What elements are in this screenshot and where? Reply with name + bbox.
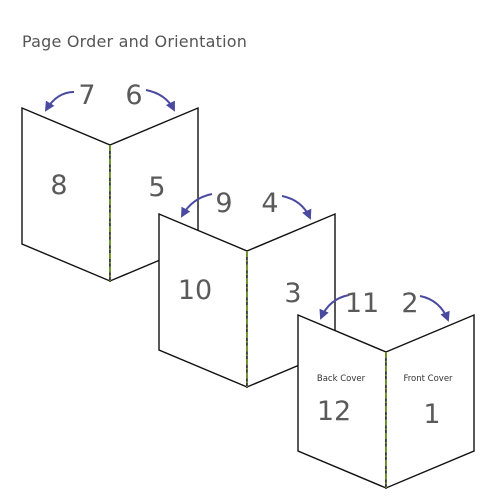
- booklet-2-outside-right-number: 4: [261, 188, 278, 219]
- booklet-2-inside-left-number: 10: [178, 275, 212, 306]
- booklet-1-inside-right-number: 5: [148, 172, 165, 203]
- booklet-3-left-arrow: [319, 294, 350, 320]
- diagram-title: Page Order and Orientation: [22, 32, 248, 51]
- front-cover-label: Front Cover: [403, 374, 453, 384]
- booklet-1-right-arrow: [145, 89, 175, 112]
- booklet-2-right-arrow: [281, 195, 312, 220]
- booklet-3-outside-right-number: 2: [401, 288, 418, 319]
- booklet-2-inside-right-number: 3: [284, 278, 301, 309]
- booklet-1-left-arrow: [44, 91, 75, 112]
- booklet-2-outside-left-number: 9: [215, 188, 232, 219]
- booklet-3-right-arrow: [419, 295, 450, 322]
- booklet-3-inside-left-number: 12: [317, 396, 351, 427]
- booklet-1-outside-right-number: 6: [125, 80, 142, 111]
- booklet-3-inside-right-number: 1: [423, 399, 440, 430]
- booklet-1-outside-left-number: 7: [78, 80, 95, 111]
- booklet-3: 11 2 Back Cover Front Cover 12 1: [297, 288, 475, 490]
- booklet-2-left-arrow: [181, 193, 213, 218]
- booklet-2: 9 4 10 3: [158, 188, 336, 389]
- back-cover-label: Back Cover: [317, 374, 366, 384]
- booklet-1-inside-left-number: 8: [50, 170, 67, 201]
- booklet-1: 7 6 8 5: [21, 80, 199, 283]
- booklet-3-outside-left-number: 11: [345, 288, 379, 319]
